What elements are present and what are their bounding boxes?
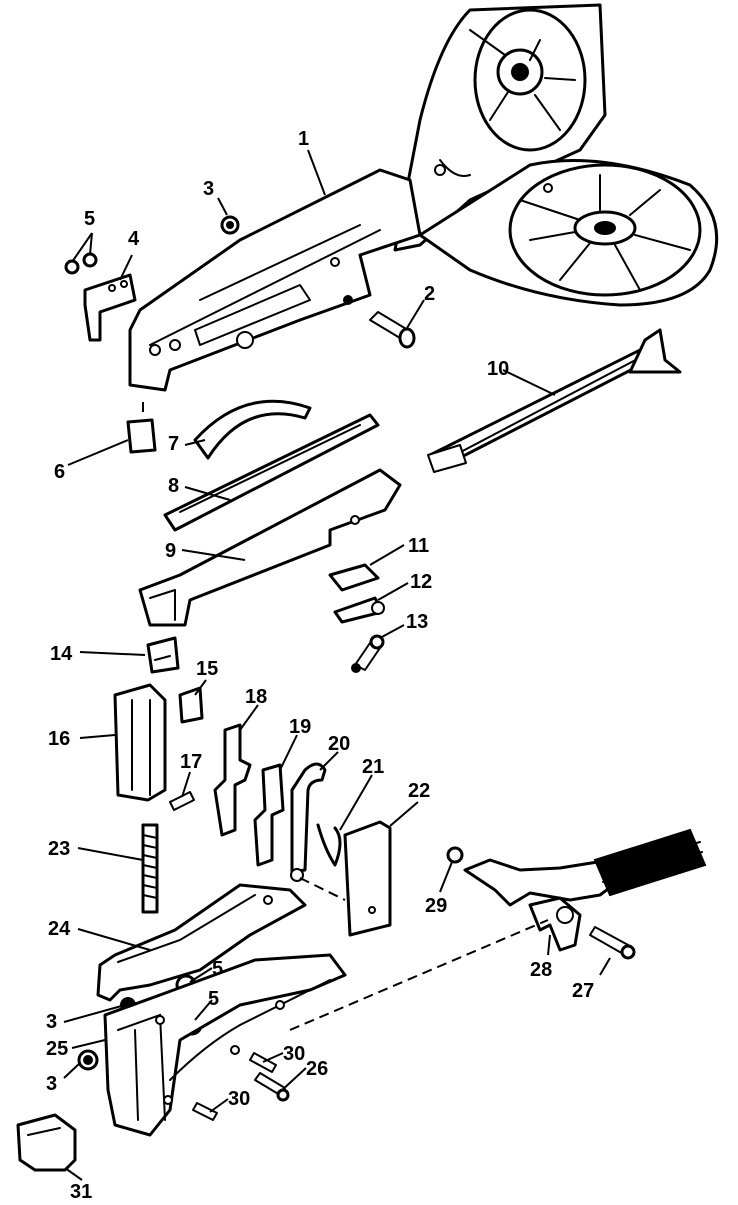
part-3-nut-bottom — [77, 1049, 99, 1071]
part-11-latch-plate — [328, 563, 380, 592]
part-30-bolt-b — [192, 1102, 218, 1121]
part-22-cover-plate — [343, 820, 392, 937]
part-8-slide-rail — [163, 413, 380, 532]
callout-30-a: 30 — [283, 1043, 305, 1065]
callout-5-b: 5 — [208, 988, 219, 1010]
part-4-bracket — [83, 273, 137, 342]
part-12-catch — [333, 596, 385, 624]
part-2-bolt — [369, 311, 416, 349]
callout-14: 14 — [50, 643, 73, 665]
callout-24: 24 — [48, 918, 71, 940]
part-30-bolt-a — [249, 1052, 277, 1073]
part-9-driver-channel — [138, 468, 402, 627]
part-7-curved-spring — [193, 399, 312, 460]
callout-9: 9 — [165, 540, 176, 562]
callout-1: 1 — [298, 128, 309, 150]
part-25-housing — [103, 953, 347, 1137]
callout-30-b: 30 — [228, 1088, 250, 1110]
callout-27: 27 — [572, 980, 594, 1002]
part-5-screws-top — [64, 252, 98, 275]
callout-18: 18 — [245, 686, 267, 708]
part-20-spring-arm — [290, 762, 327, 882]
callout-8: 8 — [168, 475, 179, 497]
part-14-clip — [146, 636, 180, 674]
callout-17: 17 — [180, 751, 202, 773]
callout-21: 21 — [362, 756, 384, 778]
callout-28: 28 — [530, 959, 552, 981]
callout-20: 20 — [328, 733, 350, 755]
part-24-linkage — [96, 883, 307, 1002]
part-31-cap — [16, 1113, 77, 1172]
part-3-nut-top — [220, 215, 240, 235]
part-15-small-plate — [178, 686, 204, 724]
part-6-pad — [126, 418, 157, 454]
part-18-plate — [213, 723, 252, 837]
callout-12: 12 — [410, 571, 432, 593]
callout-29: 29 — [425, 895, 447, 917]
part-23-threaded-rod — [141, 823, 159, 914]
callout-22: 22 — [408, 780, 430, 802]
part-16-magazine — [113, 683, 167, 802]
callout-5-top: 5 — [84, 208, 95, 230]
callout-4: 4 — [128, 228, 140, 250]
part-27-bolt — [589, 926, 636, 960]
callout-6: 6 — [54, 461, 65, 483]
callout-2: 2 — [424, 283, 435, 305]
callout-labels: 1 2 3 4 5 6 7 8 9 10 11 12 13 14 15 16 1… — [46, 128, 594, 1203]
callout-3-bottom: 3 — [46, 1073, 57, 1095]
callout-31: 31 — [70, 1181, 92, 1203]
callout-15: 15 — [196, 658, 218, 680]
part-21-wire-spring — [316, 823, 342, 867]
part-29-handle-lever — [446, 828, 707, 907]
part-13-pin — [351, 634, 385, 673]
callout-26: 26 — [306, 1058, 328, 1080]
callout-19: 19 — [289, 716, 311, 738]
callout-5-a: 5 — [212, 958, 223, 980]
callout-16: 16 — [48, 728, 70, 750]
callout-10: 10 — [487, 358, 509, 380]
callout-25: 25 — [46, 1038, 68, 1060]
part-1-main-frame — [128, 3, 719, 392]
callout-3-top: 3 — [203, 178, 214, 200]
leader-lines — [63, 149, 611, 1181]
callout-3-mid: 3 — [46, 1011, 57, 1033]
part-26-bolt — [254, 1072, 290, 1102]
part-10-pusher-rod — [427, 328, 682, 473]
callout-7: 7 — [168, 433, 179, 455]
callout-11: 11 — [408, 535, 429, 557]
callout-23: 23 — [48, 838, 70, 860]
part-28-bracket — [528, 896, 582, 952]
callout-13: 13 — [406, 611, 428, 633]
part-19-plate — [253, 763, 285, 867]
